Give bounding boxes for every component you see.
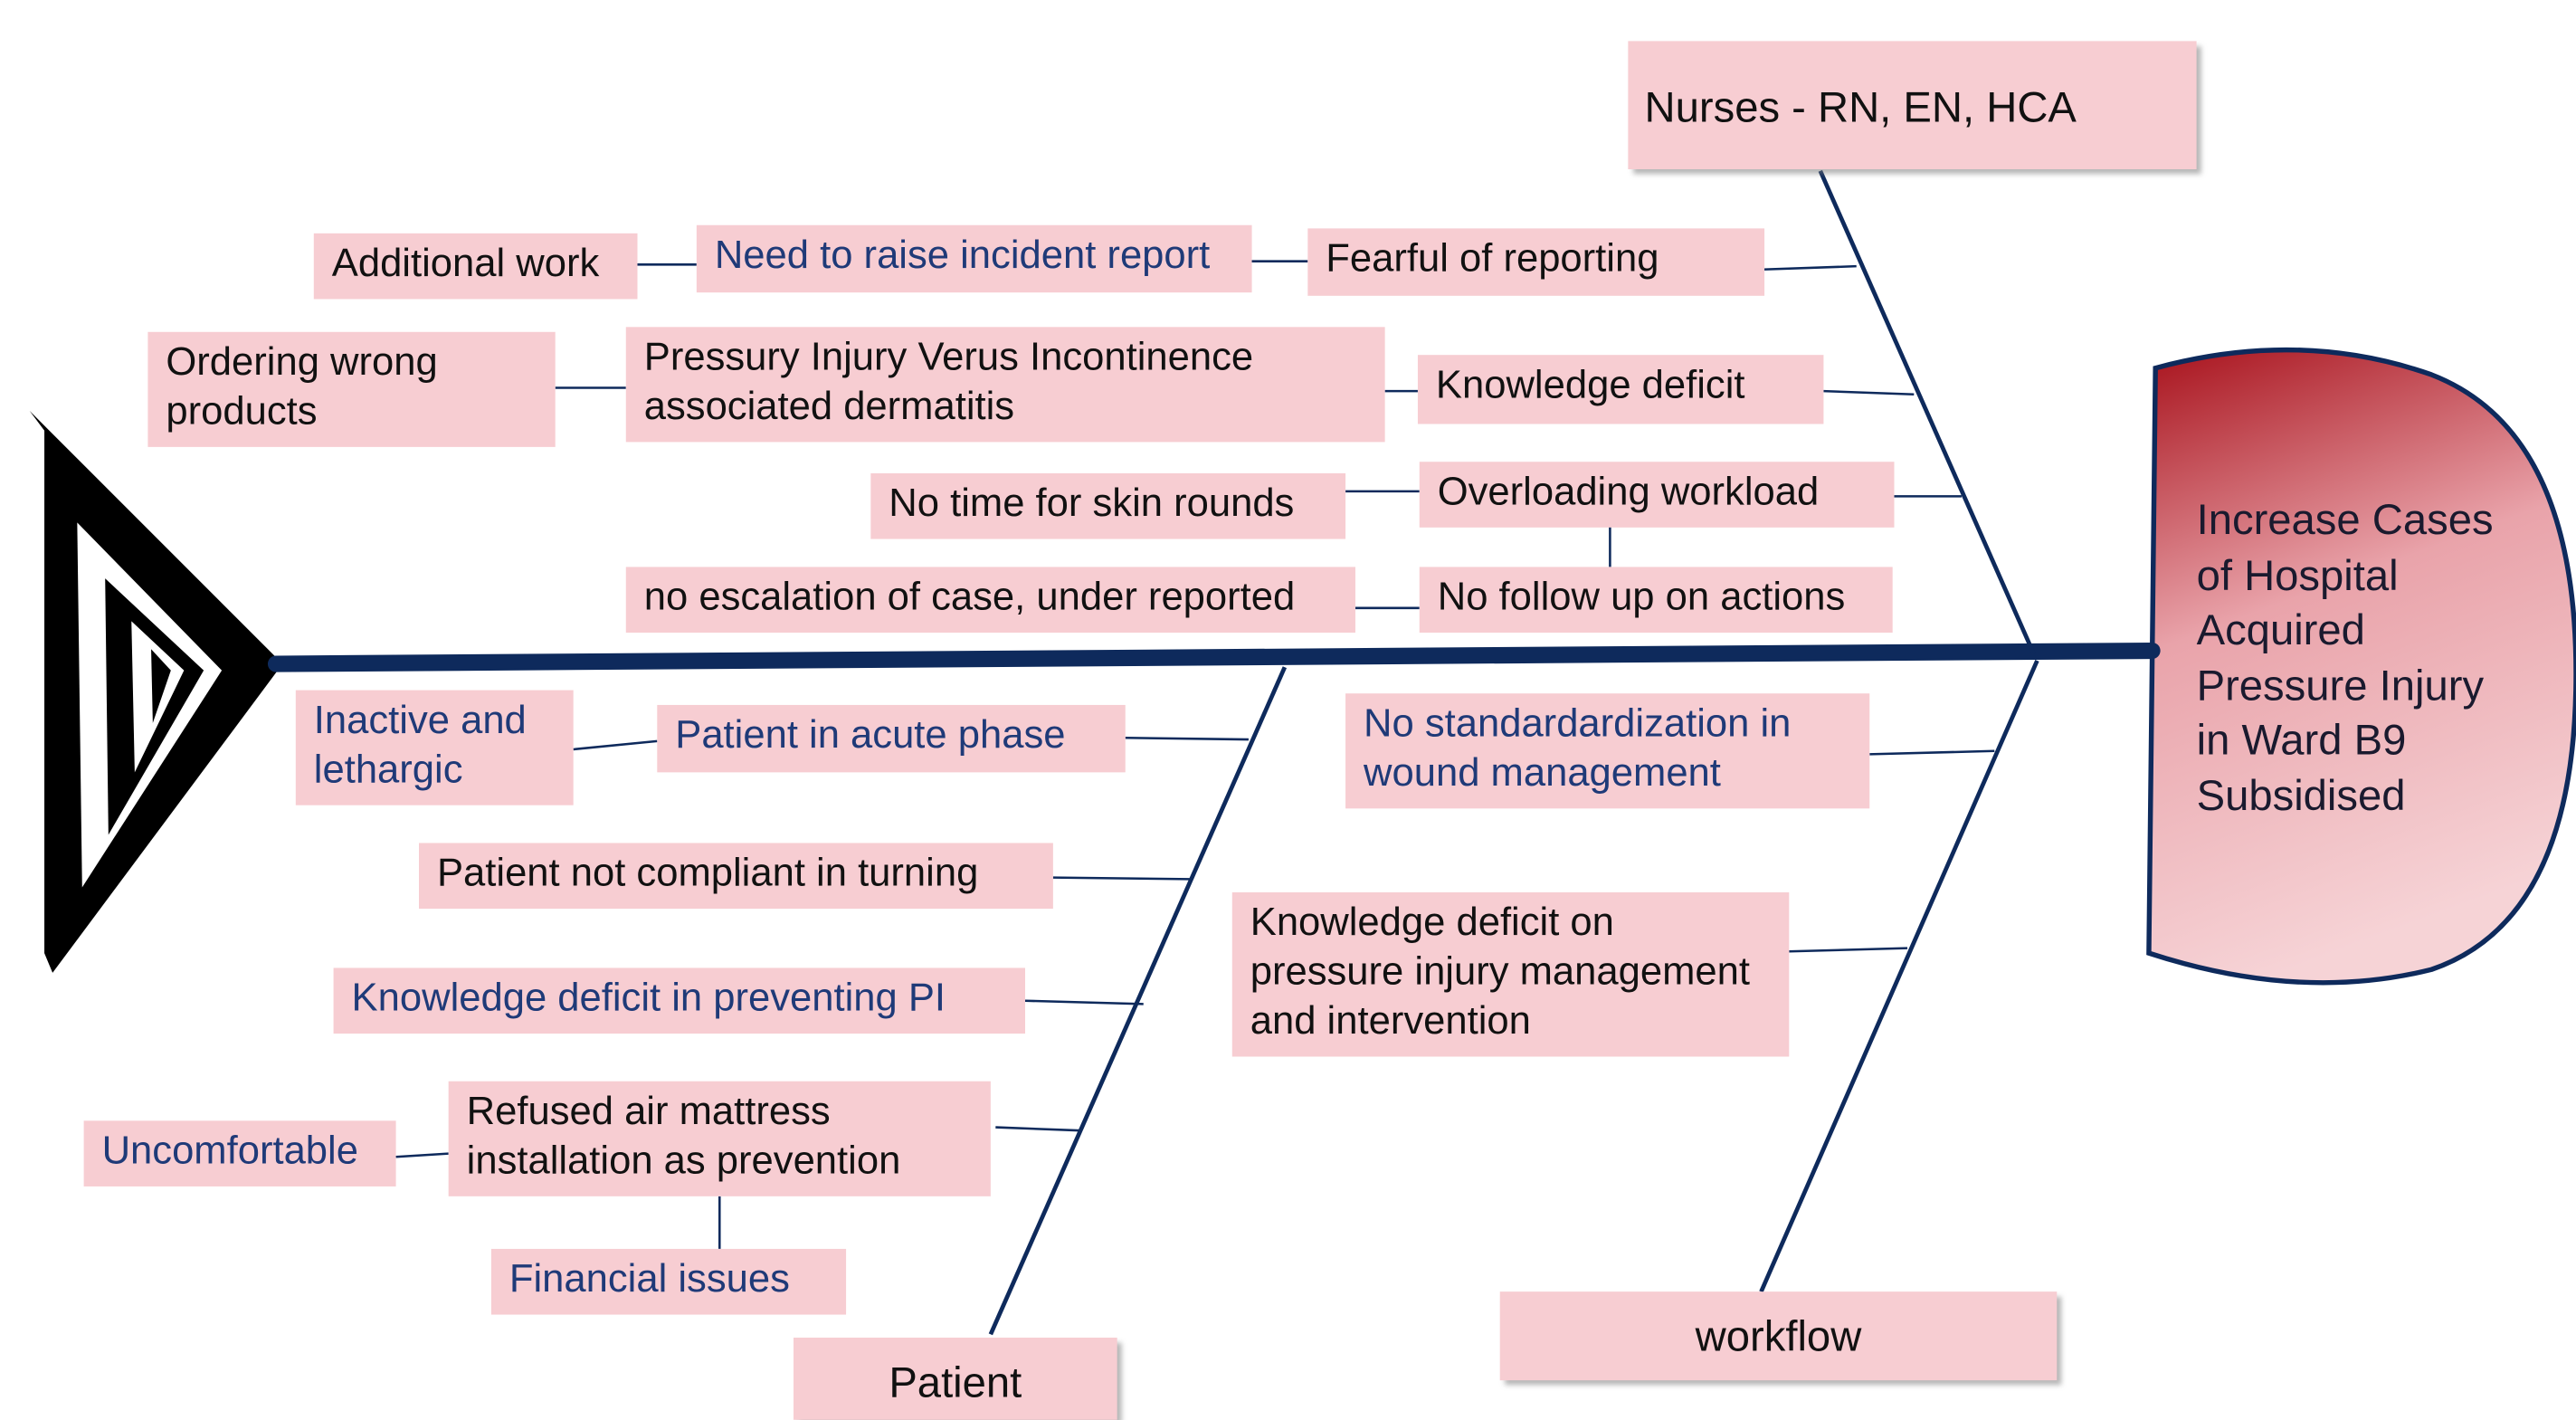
head-label: Increase Cases of Hospital Acquired Pres… bbox=[2196, 494, 2494, 820]
category-nurses: Nurses - RN, EN, HCA bbox=[1628, 41, 2197, 170]
cause-no-time-skin-rounds: No time for skin rounds bbox=[870, 472, 1346, 539]
bone-workflow bbox=[1759, 659, 2039, 1293]
cause-no-escalation: no escalation of case, under reported bbox=[625, 567, 1355, 634]
cause-not-compliant-turning: Patient not compliant in turning bbox=[419, 843, 1053, 910]
cause-fearful-reporting: Fearful of reporting bbox=[1307, 228, 1765, 296]
cause-knowledge-deficit: Knowledge deficit bbox=[1417, 355, 1824, 424]
cause-no-follow-up: No follow up on actions bbox=[1419, 567, 1893, 634]
category-patient: Patient bbox=[793, 1337, 1117, 1420]
cause-refused-mattress: Refused air mattress installation as pre… bbox=[448, 1081, 991, 1196]
cause-knowledge-preventing-pi: Knowledge deficit in preventing PI bbox=[333, 967, 1025, 1034]
cause-no-standardization: No standardardization in wound managemen… bbox=[1345, 693, 1870, 809]
cause-incident-report: Need to raise incident report bbox=[696, 224, 1252, 293]
cause-inactive-lethargic: Inactive and lethargic bbox=[295, 690, 574, 805]
cause-additional-work: Additional work bbox=[313, 233, 638, 300]
cause-uncomfortable: Uncomfortable bbox=[83, 1120, 396, 1187]
category-workflow: workflow bbox=[1499, 1291, 2058, 1381]
cause-ordering-wrong: Ordering wrong products bbox=[147, 331, 556, 447]
bone-nurses bbox=[1818, 169, 2036, 655]
cause-pi-vs-iad: Pressury Injury Verus Incontinence assoc… bbox=[625, 327, 1385, 443]
cause-overloading-workload: Overloading workload bbox=[1419, 462, 1895, 528]
bone-patient bbox=[988, 666, 1288, 1336]
cause-financial-issues: Financial issues bbox=[490, 1248, 847, 1315]
connectors bbox=[395, 260, 1995, 1249]
spine bbox=[267, 642, 2161, 672]
cause-acute-phase: Patient in acute phase bbox=[657, 704, 1126, 773]
cause-knowledge-management: Knowledge deficit on pressure injury man… bbox=[1231, 891, 1790, 1057]
fish-head bbox=[2146, 347, 2576, 986]
fish-tail-icon bbox=[29, 410, 283, 973]
bones bbox=[988, 169, 2039, 1336]
